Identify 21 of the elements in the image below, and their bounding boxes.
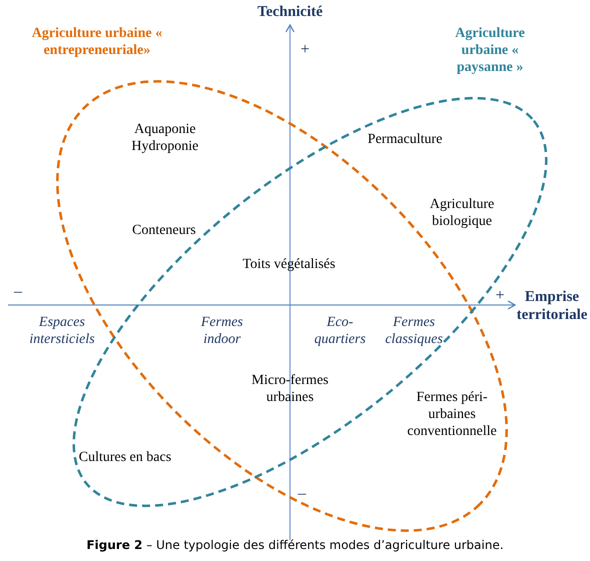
zone-label: Fermes indoor bbox=[200, 315, 244, 349]
axis-sign: – bbox=[12, 282, 24, 302]
zone-label: Fermes classiques bbox=[384, 315, 444, 349]
category-label: Conteneurs bbox=[131, 223, 197, 240]
zone-label: Espaces intersticiels bbox=[28, 315, 96, 349]
group-heading: Agriculture urbaine « entrepreneuriale» bbox=[30, 26, 164, 60]
group-heading: Agriculture urbaine « paysanne » bbox=[454, 26, 526, 76]
category-label: Agriculture biologique bbox=[428, 197, 496, 231]
axis-sign: + bbox=[494, 286, 506, 306]
category-label: Aquaponie Hydroponie bbox=[130, 122, 200, 156]
category-label: Cultures en bacs bbox=[78, 450, 172, 467]
category-label: Permaculture bbox=[366, 132, 444, 149]
axis-sign: – bbox=[296, 484, 308, 504]
zone-label: Eco-quartiers bbox=[313, 315, 367, 349]
figure-caption: Figure 2 – Une typologie des différents modes d’agriculture urbaine. bbox=[85, 538, 505, 552]
category-label: Micro-fermes urbaines bbox=[250, 373, 330, 407]
category-label: Fermes péri-urbaines conventionnelle bbox=[406, 390, 498, 440]
axis-title: Emprise territoriale bbox=[516, 288, 588, 324]
axis-title: Technicité bbox=[256, 3, 324, 21]
axis-sign: + bbox=[299, 40, 311, 60]
category-label: Toits végétalisés bbox=[242, 257, 336, 274]
